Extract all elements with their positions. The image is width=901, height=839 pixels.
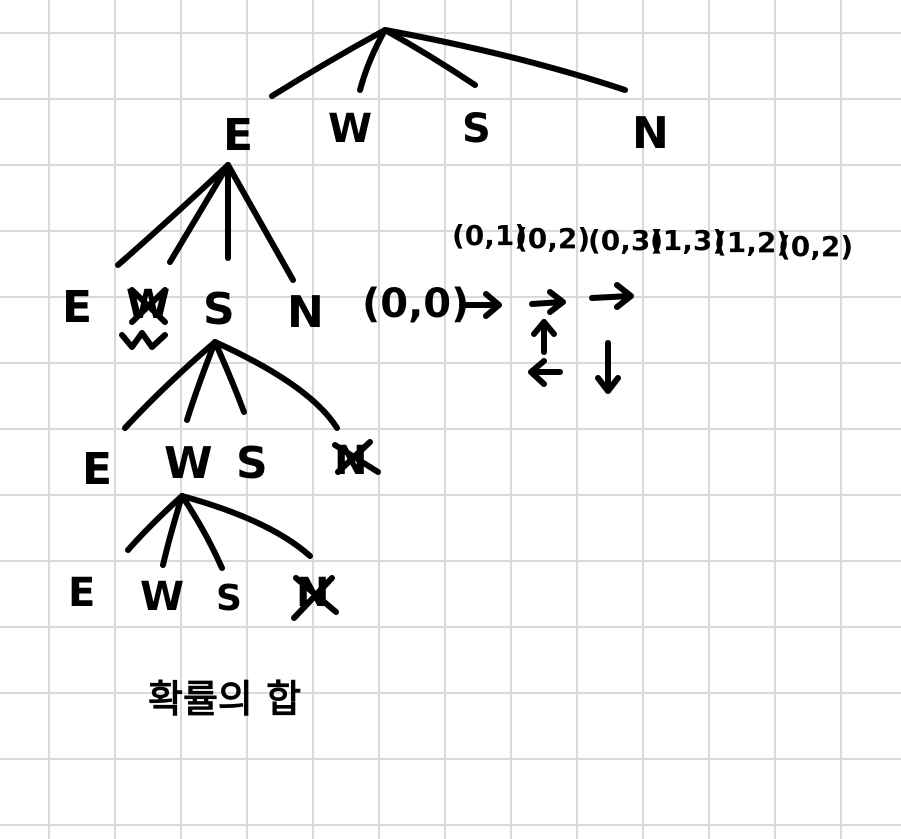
coord-3: (0,3) (588, 224, 663, 257)
level3-nodes: E W S N (82, 438, 367, 495)
l3-e: E (82, 444, 112, 495)
branch-s-n (212, 339, 340, 431)
arrow-up-icon (531, 319, 557, 355)
arrow-right-icon (589, 282, 634, 310)
l2-n: N (287, 287, 324, 338)
branch-s-e (122, 339, 218, 431)
cross-mark-l3-n (332, 439, 381, 475)
cross-mark-l2-w (119, 287, 168, 350)
start-coord: (0,0) (362, 281, 469, 327)
root-branches (269, 27, 628, 99)
branch-s-w (184, 339, 218, 423)
coord-6: (0,2) (778, 230, 853, 263)
level2-nodes: E W S N (62, 282, 324, 338)
arrow-right-icon (529, 289, 566, 315)
l1-s: S (462, 106, 491, 152)
l1-w: W (328, 106, 372, 152)
branch-root-n (382, 27, 628, 93)
coord-1: (0,1) (452, 219, 527, 252)
branch-w-n (179, 493, 313, 559)
arrow-right-icon (459, 291, 502, 319)
branch-root-e (269, 27, 388, 99)
l4-s: S (216, 578, 242, 619)
level4-nodes: E W S N (68, 570, 329, 620)
level1-nodes: E W S N (223, 106, 669, 161)
arrow-down-icon (595, 340, 621, 394)
branch-e-w (167, 162, 231, 265)
l4-w: W (140, 574, 184, 620)
probability-sum-note: 확률의 합 (148, 677, 301, 721)
branch-root-s (382, 27, 478, 88)
l3-s: S (236, 438, 268, 489)
e-branches (115, 162, 296, 283)
l1-e: E (223, 110, 253, 161)
l3-w: W (164, 438, 213, 489)
cross-mark-l4-n (291, 575, 339, 621)
branch-w-s (179, 493, 225, 571)
coord-2: (0,2) (515, 222, 590, 255)
l4-e: E (68, 570, 95, 616)
l1-n: N (632, 108, 669, 159)
branch-s-s (212, 339, 247, 415)
branch-root-w (357, 27, 388, 93)
coord-4: (1,3) (650, 224, 725, 257)
w-branches (125, 493, 313, 571)
branch-e-e (115, 162, 231, 268)
arrow-left-icon (528, 358, 563, 387)
coord-5: (1,2) (714, 226, 789, 259)
branch-w-e (125, 493, 185, 553)
coordinate-sequence: (0,1) (0,2) (0,3) (1,3) (1,2) (0,2) (452, 219, 853, 263)
l2-s: S (203, 284, 235, 335)
movement-arrows (459, 282, 634, 394)
branch-e-n (225, 162, 296, 283)
branch-w-w (160, 493, 185, 568)
s-branches (122, 339, 340, 431)
l2-e: E (62, 282, 92, 333)
